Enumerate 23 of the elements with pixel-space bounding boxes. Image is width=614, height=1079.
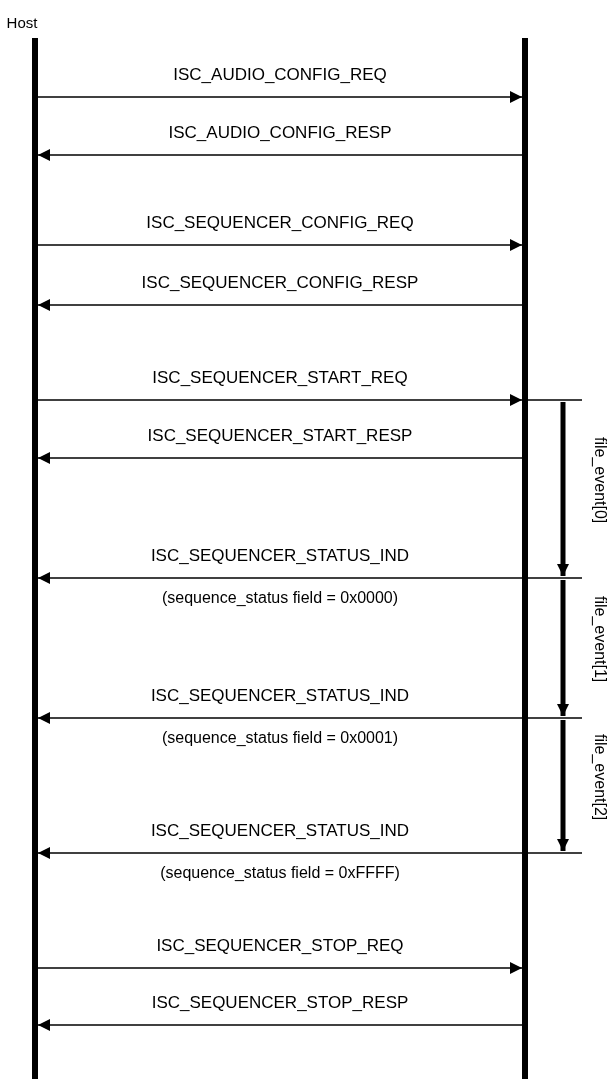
lifeline — [522, 38, 528, 1079]
message-arrow — [37, 394, 523, 406]
message-arrow — [37, 572, 523, 584]
edge-label: ISC_SEQUENCER_CONFIG_REQ — [144, 213, 416, 233]
event-label: file_event[1] — [591, 596, 610, 683]
edge-label: ISC_SEQUENCER_START_REQ — [150, 368, 410, 388]
event-label: file_event[2] — [591, 733, 610, 820]
lifeline — [32, 38, 38, 1079]
message-arrow — [37, 91, 523, 103]
lifeline-label: Host — [6, 14, 38, 31]
message-arrow — [37, 712, 523, 724]
message-arrow — [37, 299, 523, 311]
field-note: (sequence_status field = 0xFFFF) — [160, 863, 400, 883]
message-arrow — [37, 962, 523, 974]
message-arrow — [37, 239, 523, 251]
message-arrow — [37, 1019, 523, 1031]
message-arrow — [37, 452, 523, 464]
message-arrow — [37, 149, 523, 161]
field-note: (sequence_status field = 0x0000) — [161, 588, 399, 608]
message-arrow — [37, 847, 523, 859]
event-label: file_event[0] — [591, 437, 610, 524]
edge-label: ISC_AUDIO_CONFIG_REQ — [171, 65, 389, 85]
field-note: (sequence_status field = 0x0001) — [161, 728, 399, 748]
